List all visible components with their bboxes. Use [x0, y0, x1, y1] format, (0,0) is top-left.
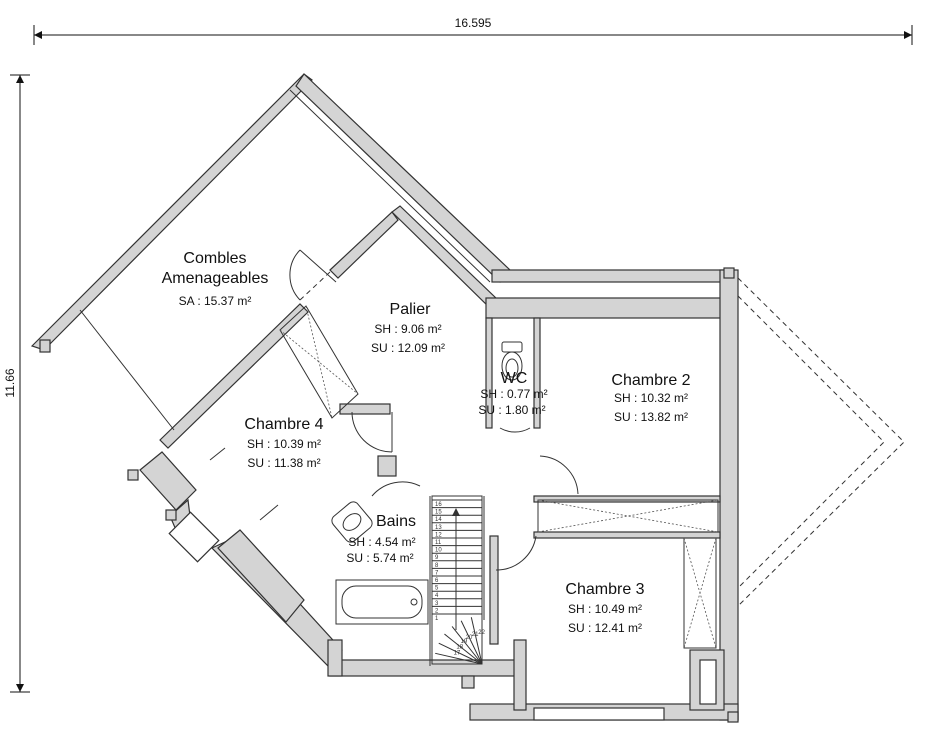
stair-step-number: 14: [435, 517, 442, 523]
height-dimension-label: 11.66: [3, 368, 17, 397]
room-palier: Palier SH : 9.06 m² SU : 12.09 m²: [371, 301, 445, 355]
stair-step-number: 10: [435, 548, 442, 554]
interior-lines: [79, 89, 665, 721]
stair-winder: [470, 617, 483, 665]
stair-step-number: 16: [435, 502, 442, 508]
room-area: SA : 15.37 m²: [179, 294, 252, 308]
room-name-line: Combles: [183, 250, 246, 267]
stair-step-number: 18: [456, 644, 463, 650]
washbasin-icon: [331, 501, 373, 543]
stair-step-number: 2: [435, 608, 439, 614]
stair-step-number: 8: [435, 563, 439, 569]
room-area: SH : 4.54 m²: [348, 535, 415, 549]
stair-step-number: 11: [435, 540, 442, 546]
room-name-line: WC: [501, 370, 528, 387]
room-area: SH : 0.77 m²: [480, 387, 547, 401]
room-area: SU : 1.80 m²: [478, 403, 545, 417]
stair-step-number: 22: [478, 630, 485, 636]
stair-winder: [460, 620, 483, 665]
wardrobes: [279, 305, 719, 649]
room-area: SH : 9.06 m²: [374, 322, 441, 336]
stair-step-number: 4: [435, 593, 439, 599]
stair-winder: [451, 626, 483, 665]
room-name-line: Palier: [390, 301, 432, 318]
stair-step-number: 3: [435, 601, 439, 607]
dimension-height: 11.66: [3, 74, 30, 693]
stair-step-number: 1: [435, 616, 439, 622]
stair-step-number: 12: [435, 532, 442, 538]
stair-step-number: 6: [435, 578, 439, 584]
room-area: SH : 10.32 m²: [614, 391, 688, 405]
bathtub-icon: [335, 579, 429, 625]
stair-step-number: 9: [435, 555, 439, 561]
room-area: SH : 10.49 m²: [568, 602, 642, 616]
room-chambre-4: Chambre 4 SH : 10.39 m² SU : 11.38 m²: [244, 416, 323, 470]
room-area: SU : 12.41 m²: [568, 621, 642, 635]
room-chambre-3: Chambre 3 SH : 10.49 m² SU : 12.41 m²: [565, 581, 644, 635]
doors: [289, 249, 579, 571]
exterior-walls: [30, 73, 739, 723]
stair-winder: [444, 633, 483, 665]
stair-step-number: 17: [454, 650, 461, 656]
room-area: SU : 13.82 m²: [614, 410, 688, 424]
room-chambre-2: Chambre 2 SH : 10.32 m² SU : 13.82 m²: [611, 372, 690, 424]
balcony-outline: [737, 277, 905, 607]
wc-toilet-icon: [501, 341, 523, 381]
room-name-line: Bains: [376, 513, 416, 530]
room-name-line: Chambre 2: [611, 372, 690, 389]
room-name-line: Chambre 3: [565, 581, 644, 598]
room-wc: WC SH : 0.77 m² SU : 1.80 m²: [478, 370, 547, 417]
width-dimension-label: 16.595: [455, 16, 492, 30]
stair-step-number: 13: [435, 525, 442, 531]
room-area: SU : 11.38 m²: [247, 456, 320, 470]
room-combles: Combles Amenageables SA : 15.37 m²: [162, 250, 269, 308]
stair-step-number: 7: [435, 570, 439, 576]
room-name-line: Chambre 4: [244, 416, 323, 433]
dimension-width: 16.595: [33, 16, 913, 45]
room-area: SH : 10.39 m²: [247, 437, 321, 451]
room-area: SU : 5.74 m²: [346, 551, 413, 565]
stair-step-number: 5: [435, 586, 439, 592]
room-area: SU : 12.09 m²: [371, 341, 445, 355]
room-name-line: Amenageables: [162, 270, 269, 287]
stair-winder: [435, 652, 483, 665]
stair-step-number: 15: [435, 510, 442, 516]
stair-winder: [438, 642, 483, 665]
room-bains: Bains SH : 4.54 m² SU : 5.74 m²: [346, 513, 416, 565]
